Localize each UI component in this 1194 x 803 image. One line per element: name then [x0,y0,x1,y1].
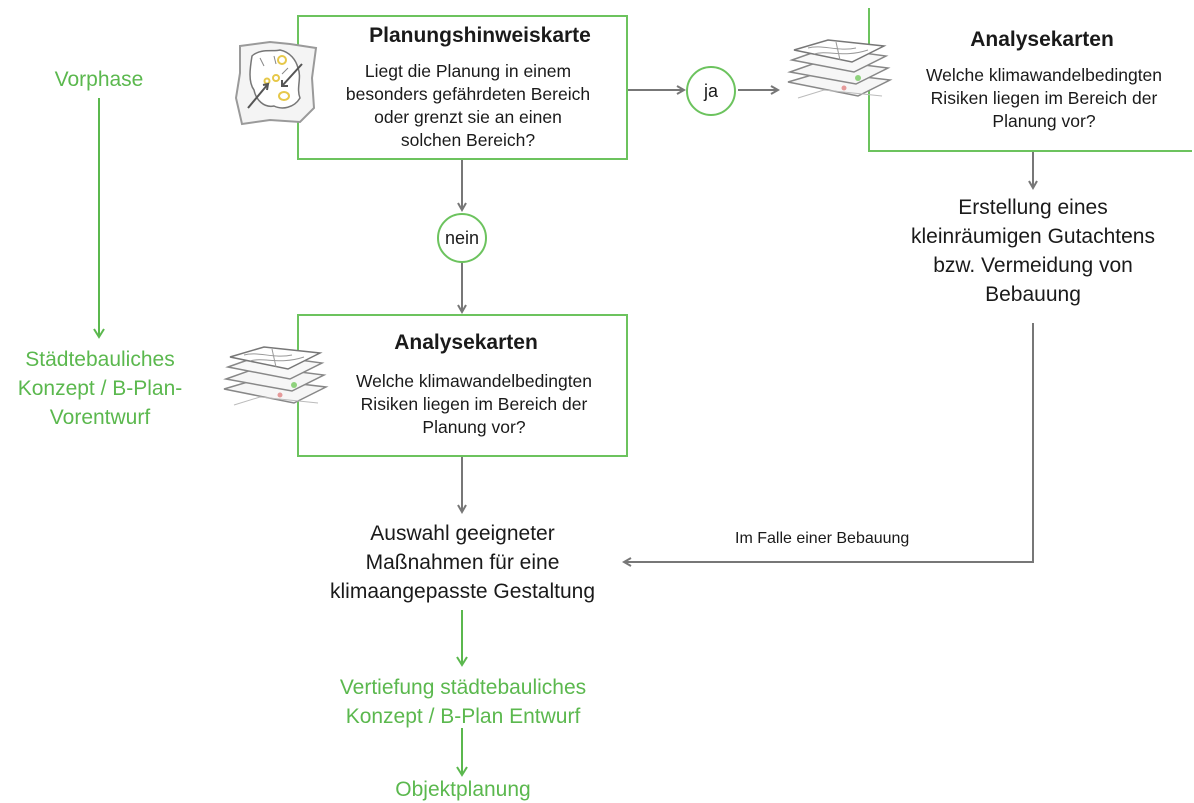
decision-ja-label: ja [703,80,718,101]
planungshinweiskarte-title: Planungshinweiskarte [369,24,591,47]
analyse-mid-title: Analysekarten [394,331,538,354]
decision-nein-label: nein [444,227,480,248]
phase-konzept-line3: Vorentwurf [49,406,151,429]
phk-line3: oder grenzt sie an einen [374,107,562,127]
phk-line4: solchen Bereich? [400,130,536,150]
am-line3: Planung vor? [422,417,526,437]
am-line1: Welche klimawandelbedingten [355,371,593,391]
auswahl-line3: klimaangepasste Gestaltung [330,580,595,603]
phase-konzept-line2: Konzept / B-Plan- [17,377,183,400]
analyse-top-title: Analysekarten [970,28,1114,51]
analyse-mid-question: Welche klimawandelbedingten Risiken lieg… [326,370,622,439]
at-line1: Welche klimawandelbedingten [925,65,1163,85]
arrow-gutachten-to-auswahl [624,323,1034,562]
analyse-top-question: Welche klimawandelbedingten Risiken lieg… [896,64,1192,133]
auswahl-line2: Maßnahmen für eine [365,551,560,574]
gutachten-line2: kleinräumigen Gutachtens [911,225,1155,248]
gutachten-text: Erstellung eines kleinräumigen Gutachten… [868,193,1194,309]
map-layers-icon [787,39,893,99]
planungshinweiskarte-box [297,15,628,160]
am-line2: Risiken liegen im Bereich der [360,394,588,414]
planungshinweiskarte-question: Liegt die Planung in einem besonders gef… [318,60,618,152]
decision-ja: ja [686,66,736,116]
city-map-icon [234,40,318,126]
gutachten-line4: Bebauung [985,283,1081,306]
at-line3: Planung vor? [992,111,1096,131]
gutachten-line1: Erstellung eines [958,196,1108,219]
analyse-mid-box [297,314,628,457]
gutachten-line3: bzw. Vermeidung von [933,254,1133,277]
phase-vertiefung-line1: Vertiefung städtebauliches [339,676,587,699]
phase-vertiefung-line2: Konzept / B-Plan Entwurf [345,705,581,728]
decision-nein: nein [437,213,487,263]
phase-vertiefung: Vertiefung städtebauliches Konzept / B-P… [280,673,646,731]
map-layers-icon [223,346,329,406]
bebauung-label: Im Falle einer Bebauung [735,530,910,547]
analyse-top-box [868,8,1192,152]
phase-objektplanung: Objektplanung [395,778,531,801]
at-line2: Risiken liegen im Bereich der [930,88,1158,108]
phk-line1: Liegt die Planung in einem [364,61,572,81]
auswahl-text: Auswahl geeigneter Maßnahmen für eine kl… [300,519,625,606]
phk-line2: besonders gefährdeten Bereich [345,84,591,104]
phase-konzept: Städtebauliches Konzept / B-Plan- Vorent… [0,345,200,432]
phase-konzept-line1: Städtebauliches [25,348,175,371]
auswahl-line1: Auswahl geeigneter [370,522,555,545]
phase-vorphase: Vorphase [54,68,144,91]
